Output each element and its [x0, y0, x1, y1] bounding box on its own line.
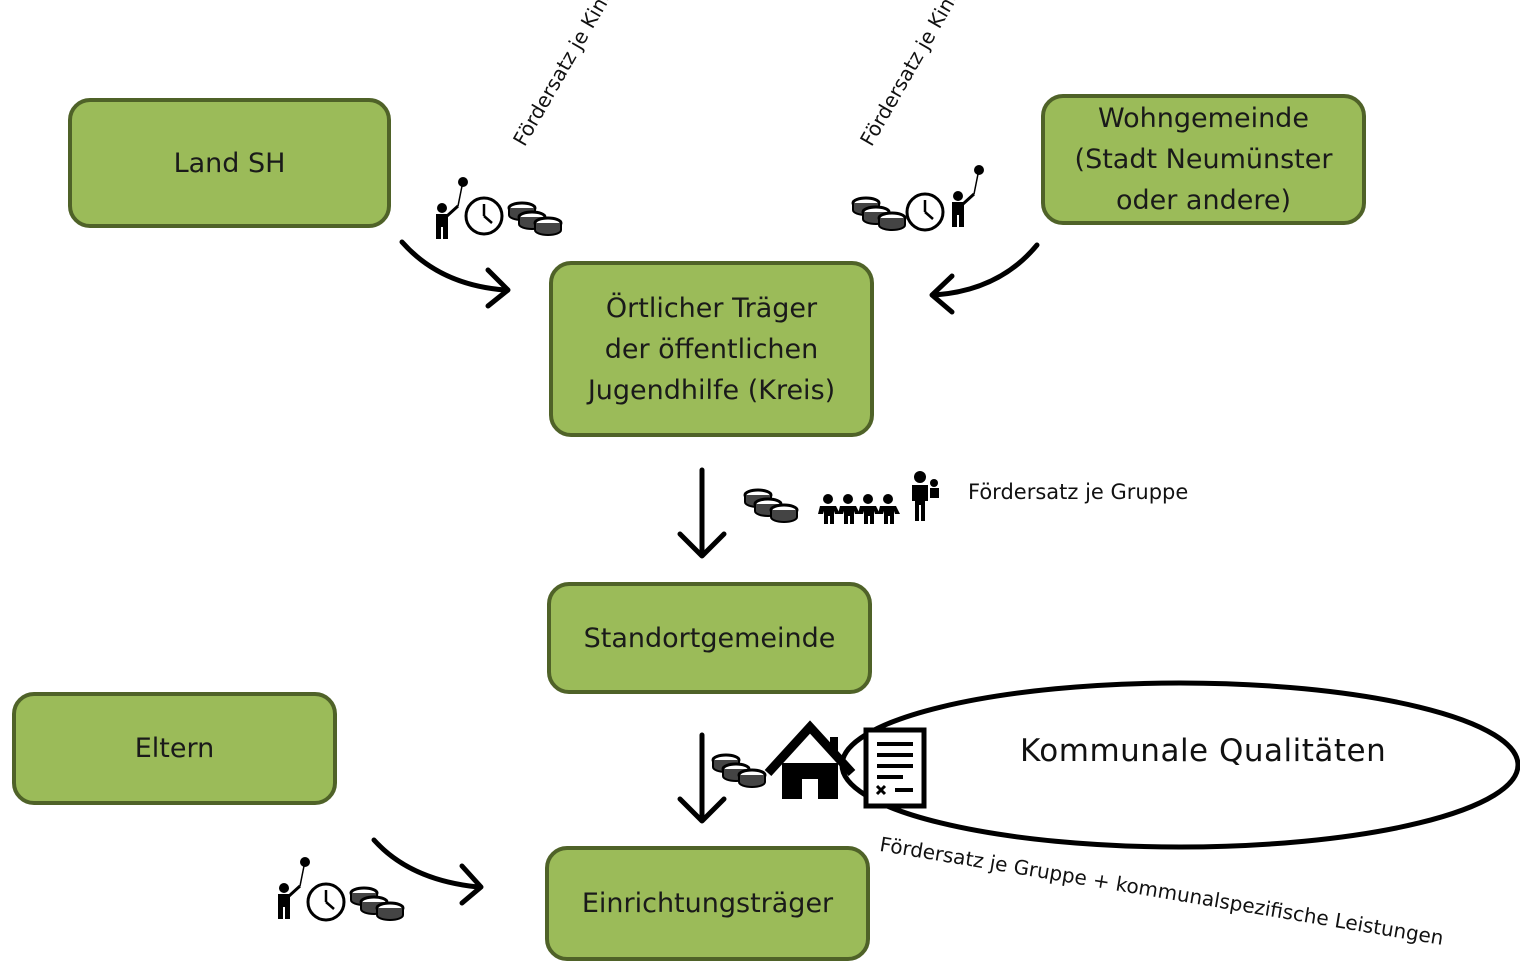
- child-balloon-icon: [276, 855, 312, 921]
- label-kommunale-qualitaeten: Kommunale Qualitäten: [1020, 733, 1387, 769]
- arrow-eltern-to-einrichtung: [371, 837, 481, 890]
- node-eltern: Eltern: [12, 692, 337, 805]
- coins-icon: [507, 201, 563, 237]
- clock-icon: [306, 882, 346, 922]
- children-group-icon: [818, 494, 900, 524]
- node-standortgemeinde-label: Standortgemeinde: [583, 622, 836, 654]
- arrow-wohngemeinde-to-traeger-head: [929, 273, 955, 315]
- arrow-land-to-traeger-head: [485, 267, 511, 309]
- arrow-eltern-to-einrichtung-head: [459, 863, 484, 906]
- house-icon: [764, 720, 856, 799]
- node-eltern-label: Eltern: [134, 733, 215, 764]
- arrow-wohngemeinde-to-traeger: [932, 242, 1040, 298]
- coins-icon: [349, 886, 405, 922]
- arrow-traeger-to-standort-head: [677, 531, 727, 559]
- node-wohngemeinde-label: Wohngemeinde (Stadt Neumünster oder ande…: [1074, 103, 1333, 216]
- child-balloon-icon: [434, 175, 470, 241]
- arrow-standort-to-einrichtung-head: [677, 796, 727, 824]
- node-land-sh: Land SH: [68, 98, 391, 228]
- node-oertlicher-traeger: Örtlicher Träger der öffentlichen Jugend…: [549, 261, 874, 437]
- child-balloon-icon: [950, 163, 986, 229]
- clock-icon: [464, 196, 504, 236]
- adult-with-child-icon: [912, 471, 939, 521]
- clock-icon: [905, 192, 945, 232]
- node-einrichtungstraeger-label: Einrichtungsträger: [581, 888, 834, 919]
- coins-icon: [711, 753, 767, 789]
- node-oertlicher-traeger-label: Örtlicher Träger der öffentlichen Jugend…: [587, 292, 836, 406]
- arrow-land-to-traeger: [399, 239, 508, 293]
- label-foerdersatz-gruppe: Fördersatz je Gruppe: [968, 480, 1189, 504]
- node-wohngemeinde: Wohngemeinde (Stadt Neumünster oder ande…: [1041, 94, 1366, 225]
- node-einrichtungstraeger: Einrichtungsträger: [545, 846, 870, 961]
- coins-icon: [851, 196, 907, 232]
- coins-icon: [743, 488, 799, 524]
- node-standortgemeinde: Standortgemeinde: [547, 582, 872, 694]
- document-icon: [863, 727, 927, 809]
- node-land-sh-label: Land SH: [173, 147, 286, 179]
